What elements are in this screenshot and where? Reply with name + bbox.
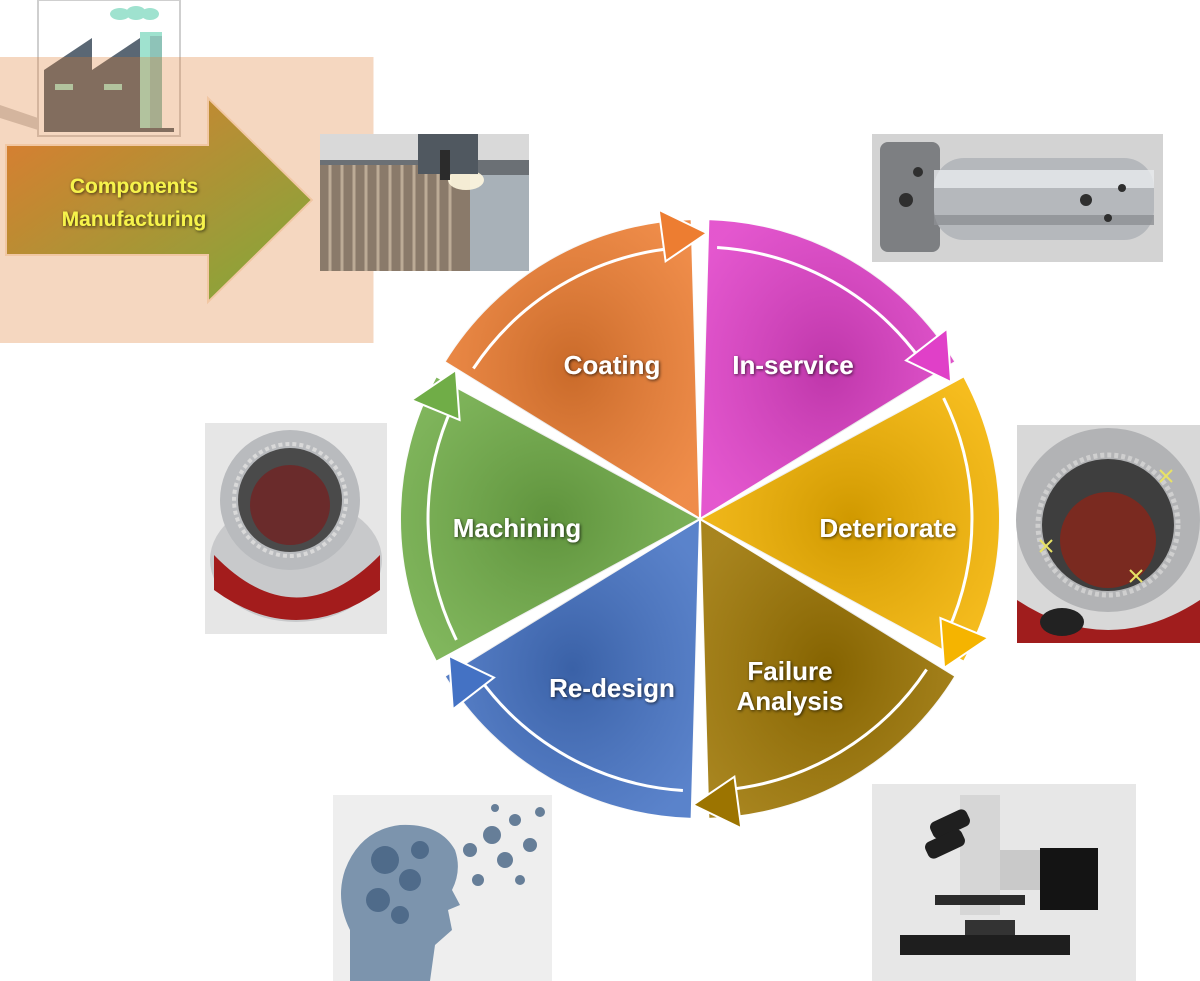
redesign-brain-photo xyxy=(333,795,552,981)
machined-part-photo xyxy=(205,423,387,634)
segment-label-re-design: Re-design xyxy=(549,673,675,703)
segment-arrowhead-failure-analysis xyxy=(691,774,743,831)
shaft-photo xyxy=(872,134,1163,262)
segment-shade-deteriorate xyxy=(700,376,1001,662)
segment-arrowhead-deteriorate xyxy=(939,616,991,670)
segment-shade-coating xyxy=(444,219,700,519)
segment-label-failure-analysis: Failure xyxy=(747,656,832,686)
segment-arrowhead-coating xyxy=(657,207,709,264)
cycle-wheel: Coating In-serviceDeteriorateFailureAnaly… xyxy=(399,207,1001,831)
components-manufacturing-label-1: Components xyxy=(70,175,198,198)
segment-label-coating: Coating xyxy=(564,350,661,380)
segment-label-in-service: In-service xyxy=(732,350,853,380)
segment-arrowhead-in-service xyxy=(904,326,953,384)
microscope-photo xyxy=(872,784,1136,981)
segment-arrowhead-re-design xyxy=(447,654,496,712)
factory-icon xyxy=(0,0,181,137)
segment-label-machining: Machining xyxy=(453,513,582,543)
segment-rim-deteriorate xyxy=(942,397,974,633)
segment-shade-re-design xyxy=(444,519,700,819)
segment-shade-machining xyxy=(399,376,700,662)
segment-shade-failure-analysis xyxy=(700,519,956,819)
segment-rim-re-design xyxy=(477,676,683,792)
segment-shade-in-service xyxy=(700,219,956,519)
segment-label-deteriorate: Deteriorate xyxy=(819,513,956,543)
segment-rim-failure-analysis xyxy=(726,668,928,792)
segment-arrowhead-machining xyxy=(409,368,461,422)
worn-part-photo xyxy=(1016,425,1200,643)
segment-rim-in-service xyxy=(717,246,923,362)
components-manufacturing-label-2: Manufacturing xyxy=(62,208,207,231)
segment-rim-coating xyxy=(472,246,674,370)
segment-label-failure-analysis: Analysis xyxy=(737,686,844,716)
components-manufacturing-arrow: Components Manufacturing xyxy=(5,95,314,305)
coating-photo xyxy=(320,134,529,271)
segment-rim-machining xyxy=(426,405,458,641)
